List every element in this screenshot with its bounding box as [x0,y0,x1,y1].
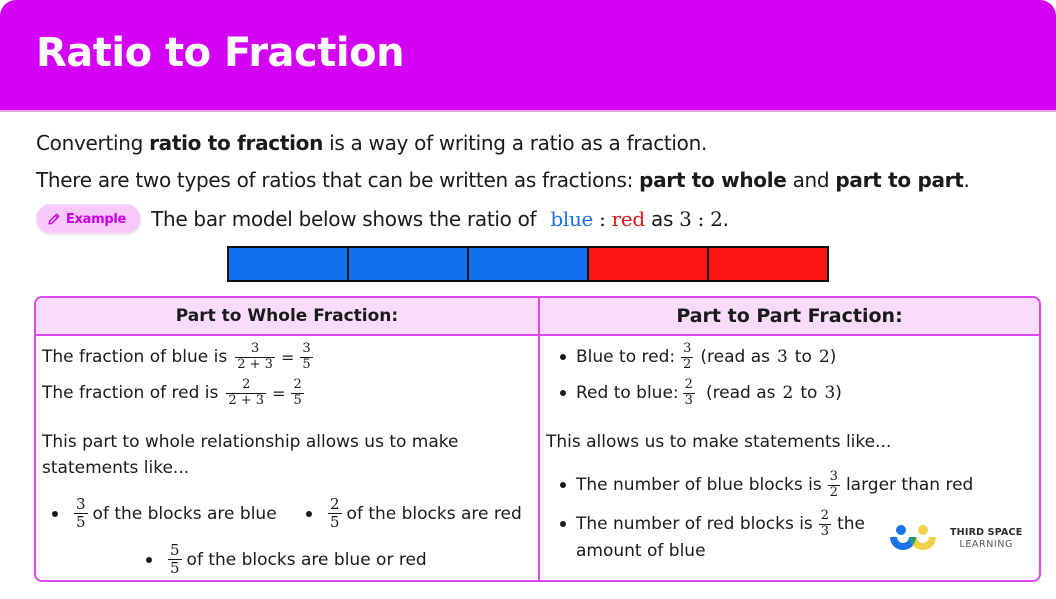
line-label: The fraction of blue is [42,347,228,368]
bullet-dot [560,390,566,397]
bullet-dot [560,482,566,489]
equals-sign: = [272,383,286,403]
math-number: 3 [776,347,788,368]
intro-definition: Converting ratio to fraction is a way of… [36,131,707,155]
read-as-text: (read as [705,383,776,404]
bullet-text: the [837,514,865,535]
bullet-text: of the blocks are blue or red [186,549,427,570]
page-title: Ratio to Fraction [36,30,405,76]
bullet-label: Red to blue: [576,383,679,404]
bullet-text: of the blocks are red [346,503,522,524]
math-number: 3 [824,383,836,404]
intro-text: . [963,168,970,192]
bullet-dot [52,510,58,517]
line-label: The fraction of red is [42,383,219,404]
part-to-whole-column: Part to Whole Fraction: The fraction of … [36,298,538,580]
bar-block-red [709,248,827,280]
bullet-dot [146,556,152,563]
bullet-text: larger than red [845,475,974,496]
bullet-text: The number of red blocks is [576,514,813,535]
math-number: 2 [818,347,830,368]
term-part-to-part: part to part [835,168,964,192]
part-to-part-heading: Part to Part Fraction: [540,298,1039,336]
intro-bold-term: ratio to fraction [149,131,324,155]
part-to-whole-heading: Part to Whole Fraction: [36,298,538,336]
math-number: 2 [782,383,794,404]
math-red-word: red [611,207,646,231]
intro-text: and [786,168,836,192]
page-header: Ratio to Fraction [0,0,1056,112]
bullet-item-continuation: amount of blue [576,541,706,561]
intro-text: There are two types of ratios that can b… [36,168,640,192]
close-paren: ) [829,347,837,368]
comparison-table: Part to Whole Fraction: The fraction of … [34,296,1041,582]
math-blue-word: blue [550,207,594,231]
example-badge: Example [36,204,142,234]
to-text: to [794,347,812,368]
part-to-part-paragraph: This allows us to make statements like..… [546,432,892,452]
bar-block-blue [469,248,589,280]
bullet-dot [560,521,566,528]
bar-block-blue [229,248,349,280]
logo-line2: LEARNING [959,539,1013,550]
to-text: to [800,383,818,404]
bar-model [227,246,829,282]
bullet-text: amount of blue [576,541,706,561]
part-to-whole-paragraph: This part to whole relationship allows u… [42,432,459,478]
read-as-text: (read as [700,347,770,368]
math-ratio: 3 : 2 [679,207,723,231]
pencil-icon [48,213,60,225]
example-text-as: as [644,207,680,231]
bullet-text: of the blocks are blue [92,503,277,524]
example-text: The bar model below shows the ratio of [151,207,543,231]
intro-text: is a way of writing a ratio as a fractio… [323,131,708,155]
example-period: . [722,207,729,231]
close-paren: ) [835,383,842,404]
bullet-dot [306,510,312,517]
bar-block-blue [349,248,469,280]
math-colon: : [593,207,612,231]
intro-text: Converting [36,131,150,155]
intro-types: There are two types of ratios that can b… [36,168,970,192]
bullet-text: The number of blue blocks is [576,475,822,496]
bullet-label: Blue to red: [576,347,676,368]
term-part-to-whole: part to whole [639,168,787,192]
third-space-learning-logo: THIRD SPACE LEARNING [888,523,1022,555]
example-badge-label: Example [66,211,127,227]
example-line: Example The bar model below shows the ra… [36,204,729,234]
equals-sign: = [280,347,295,367]
logo-text: THIRD SPACE LEARNING [950,527,1022,551]
bar-block-red [589,248,709,280]
bullet-dot [560,354,566,361]
logo-line1: THIRD SPACE [950,527,1023,538]
third-space-learning-logo-icon [890,525,936,550]
